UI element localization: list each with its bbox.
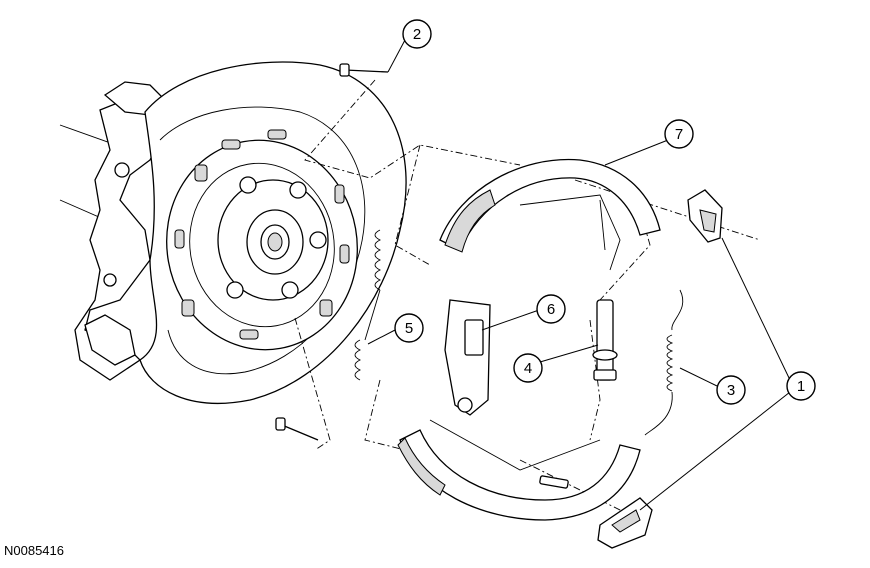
- callout-2-label: 2: [413, 26, 421, 43]
- brake-shoe-upper: [439, 158, 661, 271]
- callout-1: 1: [786, 371, 816, 401]
- brake-shoe-lower: [397, 419, 641, 521]
- lower-return-spring: [354, 229, 382, 381]
- callout-4-label: 4: [524, 360, 532, 377]
- callout-6-label: 6: [547, 301, 555, 318]
- callout-1-label: 1: [797, 378, 805, 395]
- callout-5-label: 5: [405, 320, 413, 337]
- retaining-pin-upper: [339, 63, 389, 77]
- knuckle-bracket: [59, 81, 176, 381]
- leader-lines: [367, 39, 791, 511]
- parking-brake-lever: [444, 299, 491, 416]
- callout-2: 2: [402, 19, 432, 49]
- retaining-clip-lower: [597, 497, 653, 549]
- callout-3-label: 3: [727, 382, 735, 399]
- callout-6: 6: [536, 294, 566, 324]
- callout-5: 5: [394, 313, 424, 343]
- callout-7-label: 7: [675, 126, 683, 143]
- retaining-clip-upper: [687, 189, 723, 243]
- adjuster-strut: [592, 299, 618, 381]
- callout-4: 4: [513, 353, 543, 383]
- wheel-hub: [217, 176, 329, 301]
- callout-3: 3: [716, 375, 746, 405]
- retaining-pin-lower: [275, 417, 319, 441]
- figure-id: N0085416: [4, 543, 64, 558]
- callout-7: 7: [664, 119, 694, 149]
- upper-return-spring: [644, 289, 684, 436]
